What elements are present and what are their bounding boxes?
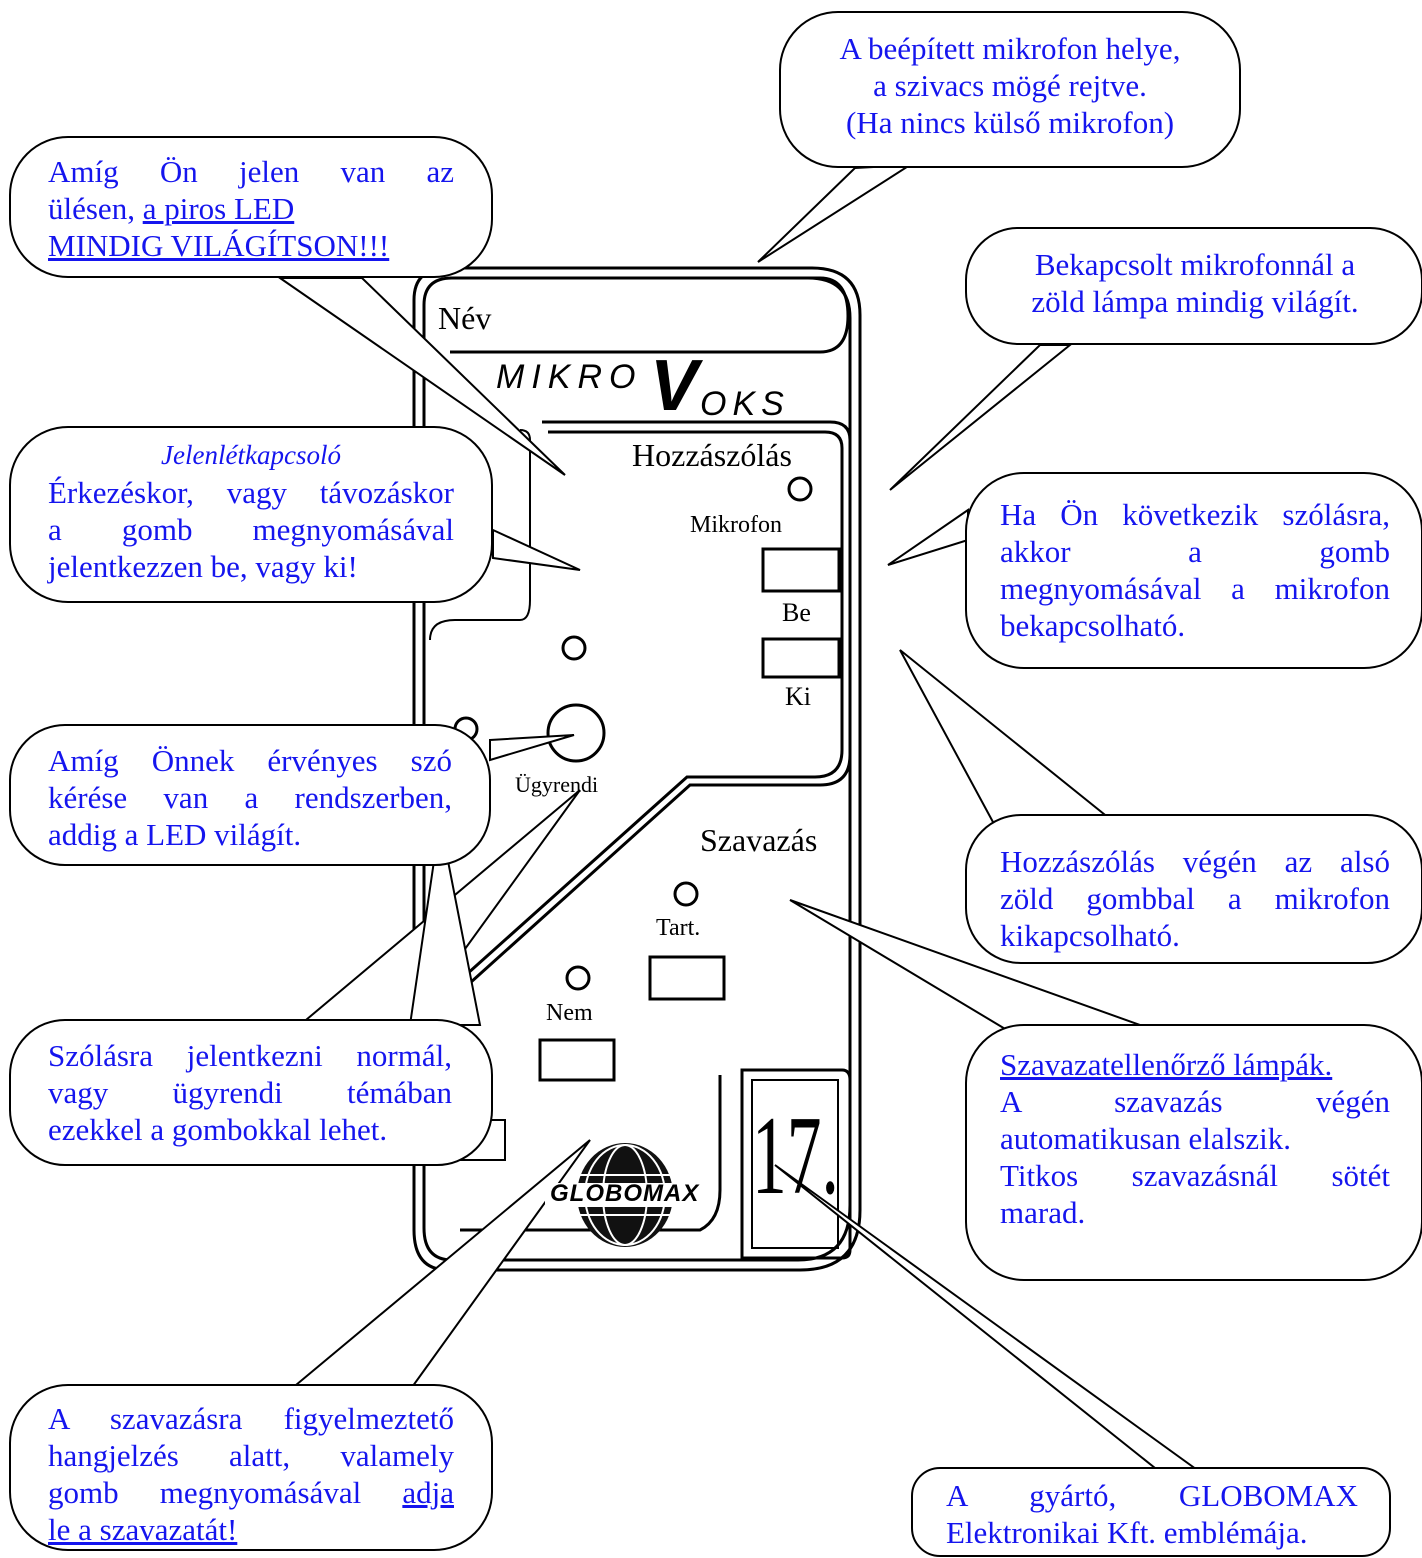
callout-presence: Jelenlétkapcsoló Érkezéskor, vagy távozá… (48, 437, 454, 585)
callout-line: Elektronikai Kft. emblémája. (946, 1515, 1308, 1550)
callout-mic-on: Ha Ön következik szólásra, akkor a gomb … (1000, 496, 1390, 644)
callout-line: zöld lámpa mindig világít. (1031, 284, 1359, 319)
number-box (740, 1068, 852, 1260)
abstain-led (673, 881, 699, 907)
callout-line: Amíg Ön jelen van az (48, 154, 454, 189)
callout-line: ezekkel a gombokkal lehet. (48, 1112, 388, 1147)
callout-line: megnyomásával a mikrofon (1000, 571, 1390, 606)
callout-line: bekapcsolható. (1000, 608, 1186, 643)
callout-line: Szólásra jelentkezni normál, (48, 1038, 452, 1073)
callout-line: Hozzászólás végén az alsó (1000, 844, 1390, 879)
speech-panel (438, 420, 852, 1012)
callout-line: ülésen, a piros LED (48, 190, 454, 227)
callout-line: addig a LED világít. (48, 817, 302, 852)
callout-line: marad. (1000, 1195, 1086, 1230)
no-label: Nem (546, 1000, 593, 1026)
callout-line: zöld gombbal a mikrofon (1000, 881, 1390, 916)
callout-line: gomb megnyomásával adja (48, 1474, 454, 1511)
bubble-mic-on (965, 472, 1422, 669)
bubble-mic-off (965, 814, 1422, 964)
callout-mic-off: Hozzászólás végén az alsó zöld gombbal a… (1000, 843, 1390, 954)
speech-section-label: Hozzászólás (632, 437, 792, 473)
on-label: Be (782, 598, 811, 627)
callout-line: A gyártó, GLOBOMAX (946, 1478, 1358, 1513)
pointer-vote-prompt (287, 1139, 591, 1391)
callout-line: a gomb megnyomásával (48, 512, 454, 547)
bubble-green-lamp (965, 227, 1422, 345)
callout-vote-prompt: A szavazásra figyelmeztető hangjelzés al… (48, 1400, 454, 1548)
mic-label: Mikrofon (690, 512, 782, 538)
callout-line: vagy ügyrendi témában (48, 1075, 452, 1110)
callout-line: Titkos szavazásnál sötét (1000, 1158, 1390, 1193)
callout-line: kérése van a rendszerben, (48, 780, 452, 815)
callout-mic-location: A beépített mikrofon helye, a szivacs mö… (800, 30, 1220, 141)
globomax-logo (545, 1143, 705, 1247)
callout-line: akkor a gomb (1000, 534, 1390, 569)
no-button (538, 1038, 616, 1082)
pointer-green (889, 344, 1073, 491)
bubble-manufacturer (911, 1467, 1391, 1557)
callout-line: kikapcsolható. (1000, 918, 1180, 953)
pointer-mic (757, 163, 914, 263)
presence-button (546, 703, 606, 763)
brand-mikro: MIKRO (496, 358, 643, 396)
abstain-button (648, 955, 726, 1001)
bubble-red-led (9, 136, 493, 278)
callout-line: Ha Ön következik szólásra, (1000, 497, 1390, 532)
pointer-presence (492, 528, 581, 571)
callout-line: (Ha nincs külső mikrofon) (845, 105, 1175, 140)
callout-line: a szivacs mögé rejtve. (873, 68, 1147, 103)
bubble-sign-up (9, 1019, 493, 1166)
callout-line: A szavazás végén (1000, 1084, 1390, 1119)
bubble-vote-prompt (9, 1384, 493, 1551)
callout-title: Jelenlétkapcsoló (161, 440, 341, 470)
pointer-mic-off (899, 649, 1133, 836)
callout-manufacturer: A gyártó, GLOBOMAX Elektronikai Kft. emb… (946, 1477, 1358, 1551)
callout-line: jelentkezzen be, vagy ki! (48, 549, 358, 584)
brand-oks: OKS (700, 385, 790, 423)
off-label: Ki (785, 682, 811, 711)
procedural-label: Ügyrendi (515, 772, 599, 797)
callout-line: A beépített mikrofon helye, (839, 31, 1181, 66)
no-led (565, 965, 591, 991)
logo-text: GLOBOMAX (550, 1180, 700, 1207)
callout-green-lamp: Bekapcsolt mikrofonnál a zöld lámpa mind… (990, 246, 1400, 320)
bubble-request (9, 724, 491, 866)
abstain-label: Tart. (656, 915, 701, 941)
callout-sign-up: Szólásra jelentkezni normál, vagy ügyren… (48, 1037, 452, 1148)
name-label: Név (438, 300, 492, 336)
pointer-request (489, 734, 575, 762)
brand-v: V (650, 346, 699, 426)
device-frame (412, 266, 862, 1272)
callout-red-led: Amíg Ön jelen van az ülésen, a piros LED… (48, 153, 454, 264)
callout-speech-request: Amíg Önnek érvényes szó kérése van a ren… (48, 742, 452, 853)
mic-led (787, 476, 813, 502)
callout-line: MINDIG VILÁGÍTSON!!! (48, 228, 390, 263)
callout-line: Amíg Önnek érvényes szó (48, 743, 452, 778)
callout-line: Bekapcsolt mikrofonnál a (1034, 247, 1356, 282)
callout-line: automatikusan elalszik. (1000, 1121, 1291, 1156)
callout-text: gomb megnyomásával (48, 1475, 403, 1510)
callout-emphasis: a piros LED (142, 191, 295, 226)
bubble-presence (9, 426, 493, 603)
bubble-mic-location (779, 11, 1241, 168)
pointer-mic-on (887, 508, 969, 566)
callout-text: ülésen, (48, 191, 143, 226)
callout-emphasis: le a szavazatát! (48, 1512, 238, 1547)
callout-line: hangjelzés alatt, valamely (48, 1438, 454, 1473)
mic-on-button (761, 547, 841, 593)
red-led (561, 635, 587, 661)
mic-off-button (761, 637, 841, 679)
callout-emphasis: adja (402, 1475, 454, 1510)
callout-line: Érkezéskor, vagy távozáskor (48, 475, 454, 510)
seat-number: 17. (752, 1094, 839, 1218)
voting-section-label: Szavazás (700, 822, 818, 858)
bubble-vote-lamps (965, 1024, 1422, 1281)
callout-vote-lamps: Szavazatellenőrző lámpák. A szavazás vég… (1000, 1046, 1390, 1231)
callout-title: Szavazatellenőrző lámpák. (1000, 1047, 1333, 1082)
callout-line: A szavazásra figyelmeztető (48, 1401, 454, 1436)
name-strip (450, 276, 850, 354)
